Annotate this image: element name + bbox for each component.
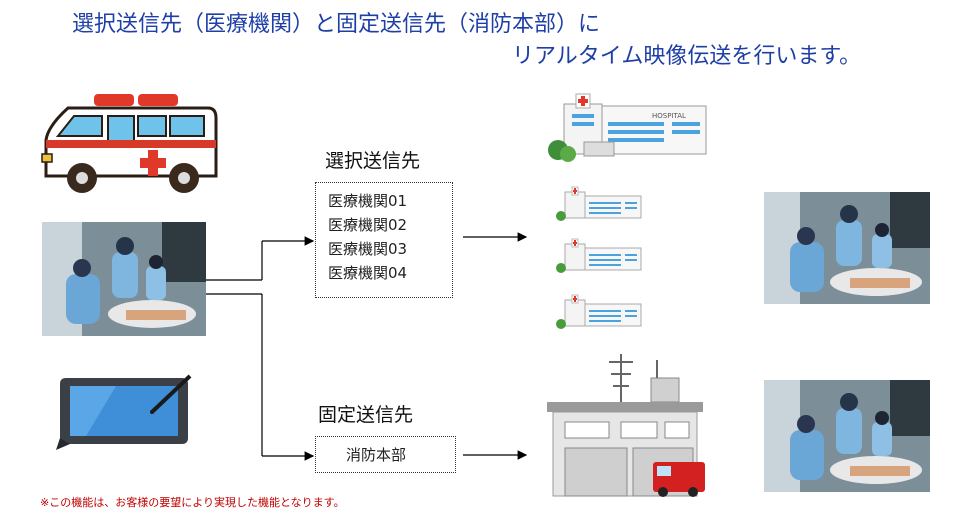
title-line-1: 選択送信先（医療機関）と固定送信先（消防本部）に (72, 12, 601, 37)
hospital-item-4: 医療機関04 (328, 264, 408, 282)
selected-destination-heading: 選択送信先 (325, 150, 421, 172)
ambulance-image (38, 92, 222, 200)
hospital-item-2: 医療機関02 (328, 216, 408, 234)
hospital-small-image-1 (555, 186, 645, 222)
tablet-image (56, 372, 196, 452)
fixed-destination-heading: 固定送信先 (318, 404, 414, 426)
received-video-fire-hq (764, 380, 930, 492)
hospital-item-1: 医療機関01 (328, 192, 408, 210)
ambulance-interior-photo (42, 222, 206, 336)
hospital-small-image-2 (555, 238, 645, 274)
hospital-item-3: 医療機関03 (328, 240, 408, 258)
fixed-destination-box: 消防本部 (315, 436, 456, 473)
hospital-sign: HOSPITAL (652, 112, 686, 120)
fire-department-image (545, 350, 705, 498)
fire-hq-item: 消防本部 (346, 446, 407, 464)
received-video-hospital (764, 192, 930, 304)
hospital-small-image-3 (555, 294, 645, 330)
selected-destination-box: 医療機関01 医療機関02 医療機関03 医療機関04 (315, 182, 453, 298)
hospital-large-image: HOSPITAL (544, 92, 716, 166)
footnote: ※この機能は、お客様の要望により実現した機能となります。 (40, 496, 345, 509)
title-line-2: リアルタイム映像伝送を行います。 (512, 44, 862, 69)
